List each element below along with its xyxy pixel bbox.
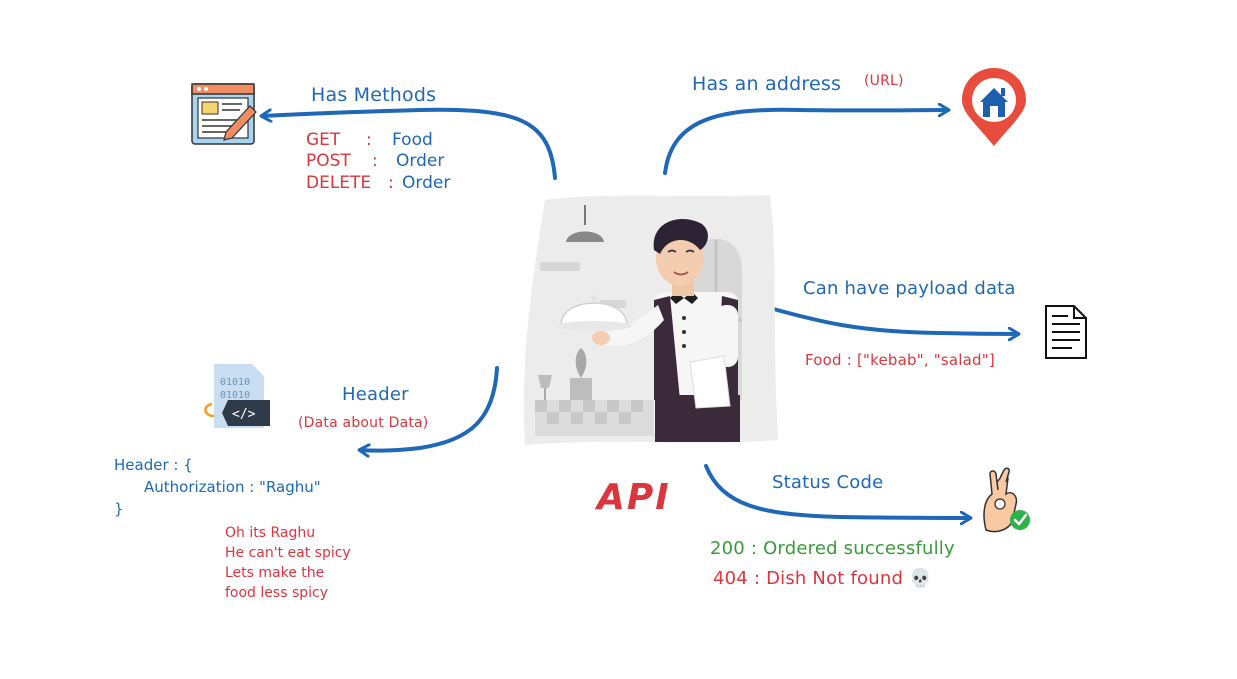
methods-title: Has Methods [311, 84, 437, 106]
header-code-line: Header : { [114, 456, 193, 474]
pendant-lamp [566, 231, 604, 242]
arrow-to-payload [768, 306, 1018, 334]
note-line: food less spicy [225, 585, 328, 601]
svg-text:01010: 01010 [220, 390, 250, 401]
method-row-get: GET: Food [306, 130, 450, 151]
status-200: 200 : Ordered successfully [710, 538, 955, 559]
method-verb: POST [306, 151, 351, 172]
svg-text:01010: 01010 [220, 377, 250, 388]
status-404-text: 404 : Dish Not found [713, 568, 904, 589]
arrow-to-header [360, 366, 499, 451]
header-subtitle: (Data about Data) [298, 415, 429, 431]
method-sep: : [388, 172, 394, 193]
header-code-line: Authorization : "Raghu" [144, 478, 321, 496]
arrow-to-status [704, 464, 970, 518]
skull-icon: 💀 [909, 568, 932, 589]
header-code-block: Header : { Authorization : "Raghu" } [114, 454, 321, 520]
method-target: Order [396, 151, 445, 172]
arrow-to-address [663, 110, 948, 175]
method-verb: DELETE [306, 172, 372, 193]
header-code-line: } [114, 500, 124, 518]
api-label: API [597, 477, 671, 518]
header-title: Header [342, 384, 409, 405]
status-title: Status Code [772, 472, 884, 493]
method-target: Food [392, 130, 433, 150]
methods-list: GET:Food POST:Order DELETE:Order [306, 130, 450, 194]
payload-title: Can have payload data [803, 278, 1016, 299]
arrow-to-methods [262, 107, 557, 180]
method-sep: : [372, 151, 378, 172]
payload-example: Food : ["kebab", "salad"] [805, 351, 995, 369]
note-line: Lets make the [225, 565, 325, 581]
method-target: Order [402, 172, 451, 193]
method-row-post: POST: Order [306, 151, 450, 172]
method-row-delete: DELETE: Order [306, 173, 450, 194]
method-verb: GET [306, 130, 341, 150]
note-line: He can't eat spicy [225, 545, 351, 561]
note-line: Oh its Raghu [225, 525, 316, 541]
method-sep: : [366, 130, 372, 150]
address-note: (URL) [864, 73, 904, 89]
status-404: 404 : Dish Not found 💀 [713, 570, 932, 588]
address-title: Has an address [692, 73, 842, 95]
svg-text:</>: </> [232, 407, 256, 422]
header-note: Oh its Raghu He can't eat spicy Lets mak… [225, 523, 351, 603]
